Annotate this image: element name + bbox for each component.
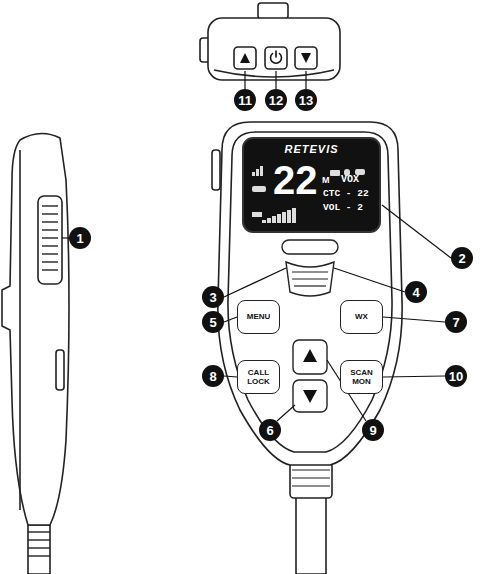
down-symbol (301, 53, 311, 63)
ptt-button (38, 196, 62, 284)
lcd-text: VOX (341, 175, 359, 185)
up-button (293, 340, 327, 374)
leader-lines (62, 71, 451, 421)
button-label: CALL LOCK (242, 368, 275, 386)
up-symbol (240, 53, 250, 63)
button-label: SCAN MON (345, 368, 378, 386)
callout-number: 5 (202, 311, 224, 333)
callout-number: 9 (362, 419, 384, 441)
callout-number: 13 (295, 89, 317, 111)
cable-collar (290, 462, 332, 498)
down-button (293, 380, 327, 412)
front-cable (296, 495, 326, 574)
callout-number: 10 (445, 365, 467, 387)
lcd-text: M (322, 176, 330, 185)
lcd-text: RETEVIS (243, 144, 380, 155)
lcd-display: RETEVIS 22 M VOX CTC - 22 VOL - 2 (243, 138, 380, 232)
lcd-text: 22 (273, 160, 318, 200)
callout-number: 1 (69, 227, 91, 249)
callout-number: 11 (234, 89, 256, 111)
down-arrow-symbol (303, 390, 317, 403)
side-seam (19, 150, 21, 510)
up-arrow-symbol (303, 349, 317, 362)
callout-number: 8 (202, 365, 224, 387)
top-power-button (265, 47, 287, 69)
top-up-button (234, 47, 256, 69)
keypad-button: SCAN MON (340, 360, 383, 394)
callout-number: 12 (265, 89, 287, 111)
button-label: MENU (247, 312, 271, 321)
front-side-buttons (212, 150, 220, 190)
lcd-text: CTC - 22 (323, 189, 369, 199)
keypad-button: MENU (237, 300, 280, 334)
front-bezel (228, 132, 392, 452)
top-housing (208, 18, 340, 80)
power-symbol-bar (275, 51, 277, 57)
side-body (2, 133, 69, 525)
callout-number: 4 (405, 281, 427, 303)
mic-grille (286, 262, 334, 296)
top-clip (258, 3, 288, 19)
callout-number: 7 (445, 311, 467, 333)
lcd-text: VOL - 2 (323, 203, 363, 213)
keypad-button: CALL LOCK (237, 360, 280, 394)
callout-number: 6 (259, 419, 281, 441)
top-edge (214, 70, 334, 77)
callout-number: 2 (451, 247, 473, 269)
button-label: WX (355, 312, 368, 321)
callout-number: 3 (202, 286, 224, 308)
keypad-button: WX (340, 300, 383, 334)
speaker-grille (282, 240, 338, 254)
top-down-button (295, 47, 317, 69)
side-cable (28, 525, 50, 574)
lcd-screen (243, 138, 380, 232)
front-body (218, 122, 402, 465)
side-jack (56, 350, 64, 390)
